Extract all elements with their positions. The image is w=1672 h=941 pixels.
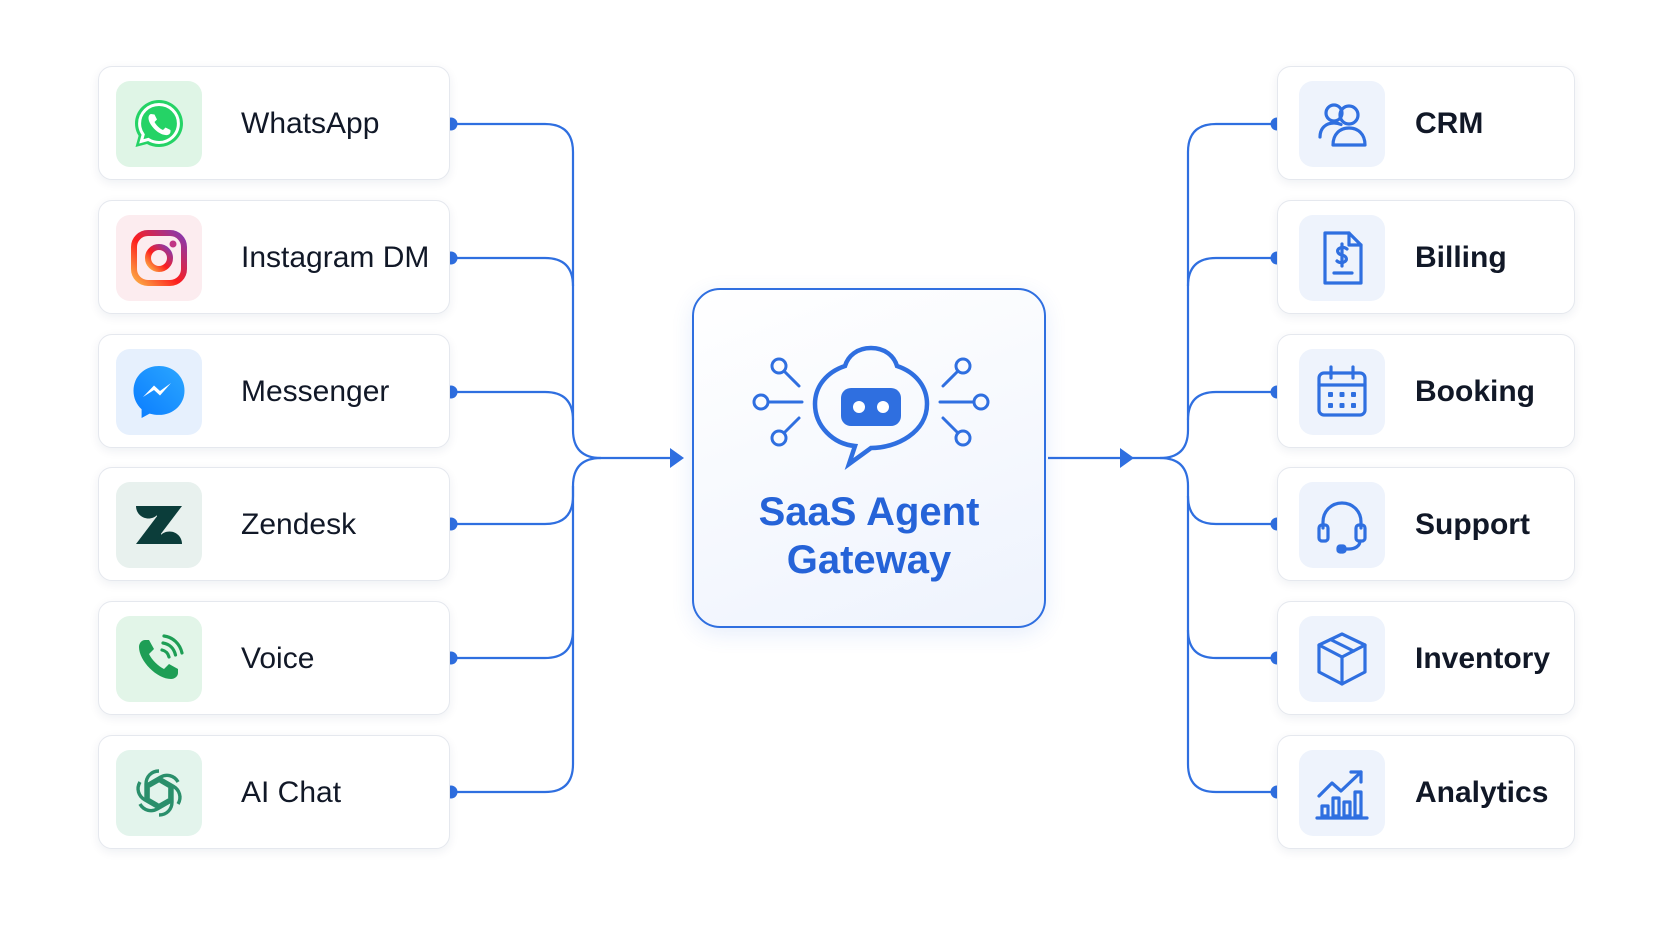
target-label: Billing — [1415, 241, 1507, 274]
source-label: Voice — [241, 642, 315, 675]
calendar-icon — [1299, 349, 1385, 435]
source-card-zendesk[interactable]: Zendesk — [98, 467, 450, 581]
target-label: Booking — [1415, 375, 1535, 408]
target-label: Analytics — [1415, 776, 1549, 809]
arrow-into-hub-icon — [670, 448, 684, 468]
gateway-title-line1: SaaS Agent — [758, 490, 980, 534]
gateway-title-line2: Gateway — [786, 538, 952, 582]
messenger-icon — [116, 349, 202, 435]
source-label: Messenger — [241, 375, 390, 408]
arrow-out-of-hub-icon — [1120, 448, 1134, 468]
target-card-inventory[interactable]: Inventory — [1277, 601, 1575, 715]
target-label: Support — [1415, 508, 1530, 541]
target-card-analytics[interactable]: Analytics — [1277, 735, 1575, 849]
source-card-ai-chat[interactable]: AI Chat — [98, 735, 450, 849]
analytics-icon — [1299, 750, 1385, 836]
robot-chat-icon — [752, 345, 990, 470]
source-label: Instagram DM — [241, 241, 430, 274]
ai-chat-icon — [116, 750, 202, 836]
phone-icon — [116, 616, 202, 702]
users-icon — [1299, 81, 1385, 167]
target-label: Inventory — [1415, 642, 1551, 675]
headset-icon — [1299, 482, 1385, 568]
invoice-icon — [1299, 215, 1385, 301]
instagram-icon — [116, 215, 202, 301]
target-card-crm[interactable]: CRM — [1277, 66, 1575, 180]
zendesk-icon — [116, 482, 202, 568]
target-label: CRM — [1415, 107, 1484, 140]
target-card-support[interactable]: Support — [1277, 467, 1575, 581]
source-card-instagram[interactable]: Instagram DM — [98, 200, 450, 314]
source-card-messenger[interactable]: Messenger — [98, 334, 450, 448]
gateway-hub[interactable]: SaaS Agent Gateway — [692, 288, 1046, 628]
source-card-whatsapp[interactable]: WhatsApp — [98, 66, 450, 180]
gateway-title: SaaS Agent Gateway — [694, 488, 1044, 584]
whatsapp-icon — [116, 81, 202, 167]
target-card-billing[interactable]: Billing — [1277, 200, 1575, 314]
source-card-voice[interactable]: Voice — [98, 601, 450, 715]
source-label: Zendesk — [241, 508, 357, 541]
target-card-booking[interactable]: Booking — [1277, 334, 1575, 448]
source-label: AI Chat — [241, 776, 342, 809]
source-label: WhatsApp — [241, 107, 380, 140]
box-icon — [1299, 616, 1385, 702]
